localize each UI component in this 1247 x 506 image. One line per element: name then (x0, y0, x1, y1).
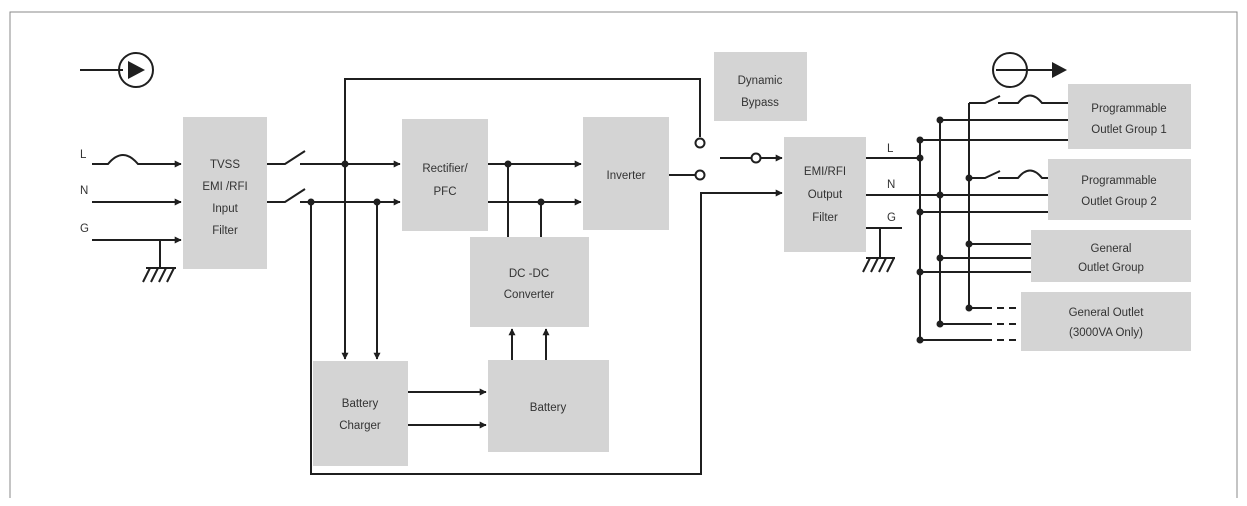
battery-charger-label-1: Battery (342, 398, 379, 410)
general-outlet-3000-label-2: (3000VA Only) (1069, 327, 1143, 339)
outlet-group-1-label-2: Outlet Group 1 (1091, 124, 1166, 136)
output-filter-label-1: EMI/RFI (804, 166, 846, 178)
input-switches (267, 150, 400, 202)
input-wiring (92, 154, 182, 283)
input-filter-label-1: TVSS (210, 159, 240, 171)
inverter-switch-contact (694, 169, 706, 181)
inverter-label: Inverter (607, 170, 646, 182)
output-wire-n-label: N (887, 179, 895, 191)
input-wire-l-label: L (80, 149, 87, 161)
dcdc-label-1: DC -DC (509, 268, 549, 280)
outlet-group-2-label-1: Programmable (1081, 175, 1156, 187)
input-filter-label-3: Input (212, 203, 238, 215)
rectifier-label-2: PFC (434, 186, 457, 198)
junction-dots (307, 160, 545, 206)
input-filter-label-4: Filter (212, 225, 238, 237)
bypass-line (344, 78, 701, 164)
outlet-group-1-label-1: Programmable (1091, 103, 1166, 115)
dynamic-bypass-label-1: Dynamic (738, 75, 783, 87)
input-wire-n-label: N (80, 185, 88, 197)
output-wiring (862, 94, 1068, 341)
battery-charger-block (313, 361, 408, 466)
battery-charger-label-2: Charger (339, 420, 381, 432)
dynamic-bypass-block (714, 52, 807, 121)
bypass-switch-contact (694, 137, 706, 149)
output-wire-l-label: L (887, 143, 894, 155)
dcdc-label-2: Converter (504, 289, 555, 301)
general-outlet-group-label-2: Outlet Group (1078, 262, 1144, 274)
battery-label: Battery (530, 402, 567, 414)
general-outlet-3000-label-1: General Outlet (1069, 307, 1145, 319)
output-filter-label-3: Filter (812, 212, 838, 224)
general-outlet-group-block (1031, 230, 1191, 282)
output-flow-icon (992, 52, 1067, 88)
outlet-group-2-block (1048, 159, 1191, 220)
outlet-group-2-label-2: Outlet Group 2 (1081, 196, 1156, 208)
outlet-group-1-block (1068, 84, 1191, 149)
dcdc-converter-block (470, 237, 589, 327)
input-flow-icon (80, 52, 154, 88)
figure-frame (9, 11, 1238, 498)
battery-block (488, 360, 609, 452)
input-filter-label-2: EMI /RFI (202, 181, 247, 193)
dynamic-bypass-label-2: Bypass (741, 97, 779, 109)
inverter-block (583, 117, 669, 230)
general-outlet-3000-block (1021, 292, 1191, 351)
output-junction-dots (916, 116, 973, 344)
rectifier-label-1: Rectifier/ (422, 163, 468, 175)
general-outlet-group-label-1: General (1091, 243, 1132, 255)
input-filter-block (183, 117, 267, 269)
output-filter-block (784, 137, 866, 252)
rectifier-block (402, 119, 488, 231)
output-filter-label-2: Output (808, 189, 843, 201)
output-wire-g-label: G (887, 212, 896, 224)
output-switch-contact (750, 152, 762, 164)
input-wire-g-label: G (80, 223, 89, 235)
